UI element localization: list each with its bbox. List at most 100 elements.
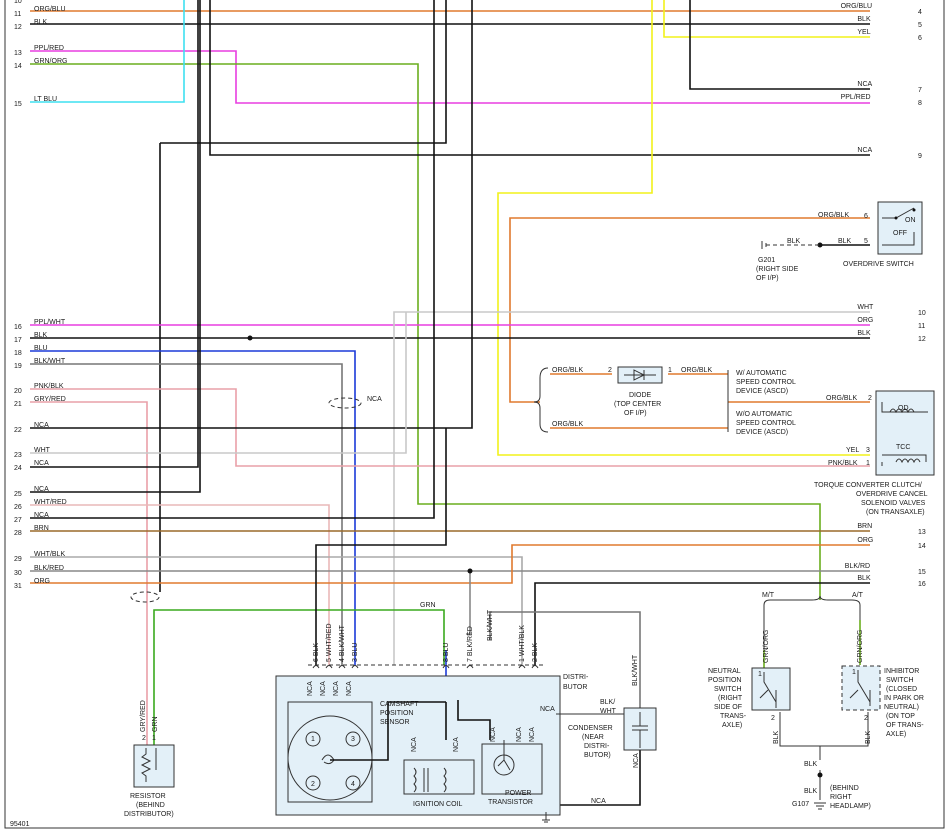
- inhibitor-label-5: NEUTRAL): [884, 704, 919, 711]
- solenoid-pin1: 1: [866, 460, 870, 467]
- diode-title: DIODE: [629, 392, 652, 399]
- g107-loc3: HEADLAMP): [830, 803, 871, 810]
- right-pin-number: 10: [918, 310, 926, 317]
- left-pin-number: 21: [14, 401, 22, 408]
- inhibitor-pin2: 2: [864, 715, 868, 722]
- right-pin-number: 5: [918, 22, 922, 29]
- left-pin-number: 14: [14, 63, 22, 70]
- right-pin-wire-label: ORG/BLU: [841, 3, 873, 10]
- g107-loc1: (BEHIND: [830, 785, 859, 792]
- resistor-wire-left: GRY/RED: [140, 700, 147, 732]
- right-pin-wire-label: BRN: [857, 523, 872, 530]
- solenoid-pin3: 3: [866, 447, 870, 454]
- wire-lt-blu: [30, 0, 185, 103]
- left-pin-wire-label: BRN: [34, 525, 49, 532]
- sensor-pos-1: 1: [311, 736, 315, 743]
- neutral-label-1: NEUTRAL: [708, 668, 741, 675]
- ascd-without-3: DEVICE (ASCD): [736, 429, 788, 436]
- overdrive-switch: ON OFF 6 5 ORG/BLK BLK OVERDRIVE SWITCH …: [756, 201, 923, 282]
- distributor-title-2: BUTOR: [563, 684, 587, 691]
- overdrive-pin5: 5: [864, 238, 868, 245]
- right-pin-number: 9: [918, 153, 922, 160]
- overdrive-on-label: ON: [905, 217, 916, 224]
- left-pin-wire-label: BLK/WHT: [34, 358, 66, 365]
- g201-wire: BLK: [787, 238, 801, 245]
- connector-terminal: [518, 665, 526, 669]
- distributor-nca-label: NCA: [453, 737, 460, 752]
- distributor-pin-label: 7 BLK/RED: [467, 626, 474, 662]
- left-pin-number: 23: [14, 452, 22, 459]
- left-pin-number: 16: [14, 324, 22, 331]
- solenoid-label-4: (ON TRANSAXLE): [866, 509, 925, 516]
- neutral-label-2: POSITION: [708, 677, 741, 684]
- right-pin-number: 4: [918, 9, 922, 16]
- inhibitor-label-1: INHIBITOR: [884, 668, 919, 675]
- connector-terminal: [531, 665, 539, 669]
- left-pin-wire-label: BLK/RED: [34, 565, 64, 572]
- overdrive-wire5: BLK: [838, 238, 852, 245]
- right-pin-number: 14: [918, 543, 926, 550]
- condenser-wire-top: BLK/WHT: [632, 654, 639, 686]
- solenoid-od: OD: [898, 405, 909, 412]
- resistor-label-2: (BEHIND: [136, 802, 165, 809]
- neutral-pin2: 2: [771, 715, 775, 722]
- diode-pin2: 2: [608, 367, 612, 374]
- condenser-label-2: (NEAR: [582, 734, 604, 741]
- distributor: 1 2 3 4 IGNITION COIL POWER TRANSISTOR C…: [275, 602, 589, 816]
- condenser-wire-side: BLK/: [600, 699, 615, 706]
- ascd-without-1: W/O AUTOMATIC: [736, 411, 792, 418]
- left-pin-wire-label: NCA: [34, 486, 49, 493]
- condenser-label-1: CONDENSER: [568, 725, 613, 732]
- left-pin-wire-label: NCA: [34, 460, 49, 467]
- switch-bottom-bus: [779, 712, 869, 760]
- right-connector: 4ORG/BLU5BLK6YEL7NCA8PPL/RED9NCA10WHT11O…: [841, 3, 926, 588]
- overdrive-off-label: OFF: [893, 230, 907, 237]
- distributor-nca-label: NCA: [307, 681, 314, 696]
- solenoid-label-2: OVERDRIVE CANCEL: [856, 491, 928, 498]
- condenser-nca-1: NCA: [540, 706, 555, 713]
- diode-loc1: (TOP CENTER: [614, 401, 661, 408]
- g107-name: G107: [792, 801, 809, 808]
- diagram-frame: [4, 0, 945, 829]
- right-pin-number: 6: [918, 35, 922, 42]
- resistor-pin2: 2: [142, 735, 146, 742]
- wire-gry-red: [30, 401, 148, 745]
- g201-name: G201: [758, 257, 775, 264]
- wire-nca-cond: [545, 750, 641, 806]
- right-pin-wire-label: WHT: [857, 304, 874, 311]
- connector-terminal: [325, 665, 333, 669]
- left-pin-number: 11: [14, 11, 21, 18]
- wire-grn: [153, 609, 445, 745]
- left-pin-number: 26: [14, 504, 22, 511]
- left-pin-wire-label: GRY/RED: [34, 396, 66, 403]
- left-pin-number: 30: [14, 570, 22, 577]
- distributor-nca-label: NCA: [346, 681, 353, 696]
- resistor-pin1: 1: [152, 735, 156, 742]
- right-pin-wire-label: BLK: [857, 16, 871, 23]
- overdrive-title: OVERDRIVE SWITCH: [843, 261, 914, 268]
- left-pin-number: 28: [14, 530, 22, 537]
- inhibitor-label-8: AXLE): [886, 731, 906, 738]
- solenoid-wire2: ORG/BLK: [826, 395, 857, 402]
- solenoid-wire1: PNK/BLK: [828, 460, 858, 467]
- g201-loc1: (RIGHT SIDE: [756, 266, 799, 273]
- right-pin-number: 15: [918, 569, 926, 576]
- distributor-nca-label: NCA: [333, 681, 340, 696]
- right-pin-wire-label: YEL: [857, 29, 870, 36]
- condenser-label-3: DISTRI-: [584, 743, 610, 750]
- left-pin-wire-label: ORG/BLU: [34, 6, 66, 13]
- left-pin-wire-label: WHT/BLK: [34, 551, 65, 558]
- wire-nca-27: [30, 0, 435, 519]
- left-pin-wire-label: BLU: [34, 345, 48, 352]
- sensor-pos-3: 3: [351, 736, 355, 743]
- wire-nca-25: [30, 0, 201, 493]
- figure-number: 95401: [10, 821, 30, 828]
- wire-nca-22: [30, 0, 473, 429]
- wire-wht-23: [30, 312, 407, 454]
- inhibitor-wire-bottom: BLK: [865, 730, 872, 744]
- diode: 2 1 ORG/BLK ORG/BLK DIODE (TOP CENTER OF…: [533, 366, 796, 436]
- wire-yel-loop: [497, 0, 870, 456]
- wire-nca-loop: [315, 428, 447, 665]
